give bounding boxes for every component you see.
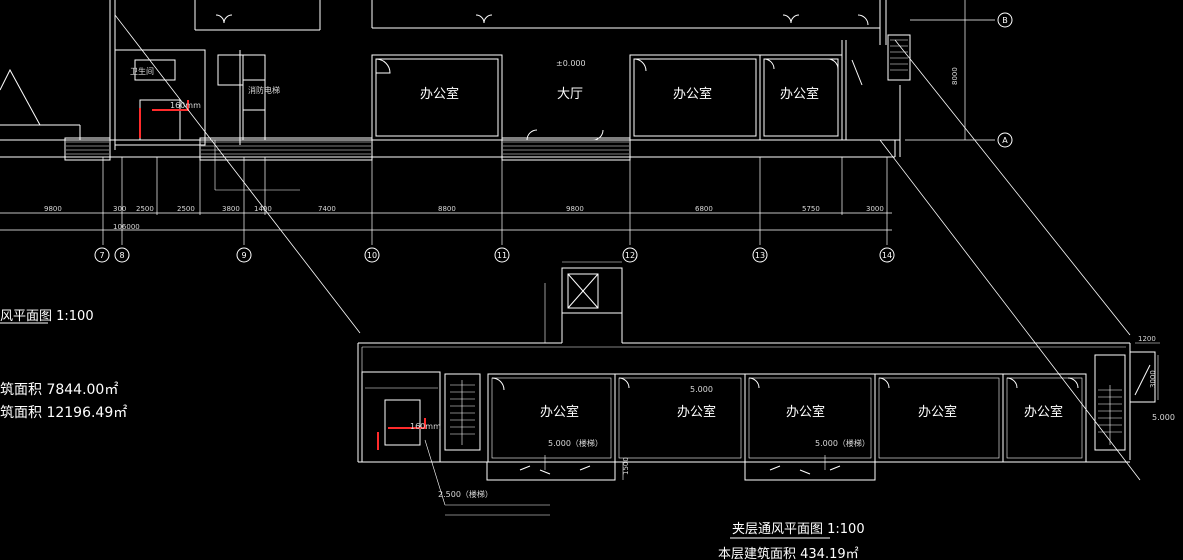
upper-floor-plan <box>0 0 995 245</box>
axis-number: 8 <box>119 251 124 260</box>
axis-markers-upper <box>94 12 1013 263</box>
elevation-marker: 5.000（楼梯） <box>815 438 870 448</box>
dimension-label: 1400 <box>254 205 272 213</box>
axis-number: 11 <box>497 251 507 260</box>
dimension-label: 9800 <box>44 205 62 213</box>
dimension-total: 106000 <box>113 223 140 231</box>
left-title-block: 风平面图 1:100 筑面积 7844.00㎡ 筑面积 12196.49㎡ <box>0 309 127 421</box>
dimension-label: 5750 <box>802 205 820 213</box>
axis-number: 12 <box>625 251 635 260</box>
room-label-office: 办公室 <box>786 404 825 420</box>
room-small-label: 消防电梯 <box>248 85 280 95</box>
dimension-label: 300 <box>113 205 126 213</box>
room-small-label: 卫生间 <box>130 66 154 76</box>
dimension-label: 6800 <box>695 205 713 213</box>
axis-number: 10 <box>367 251 377 260</box>
room-label-office: 办公室 <box>540 404 579 420</box>
axis-letter: A <box>1002 136 1008 145</box>
duct-size-note: 160mm <box>410 422 441 431</box>
dimension-labels-upper: 9800 300 2500 2500 3800 1400 7400 8800 9… <box>44 67 1157 475</box>
dimension-label: 8800 <box>438 205 456 213</box>
duct-highlight-lower <box>377 418 426 450</box>
elevation-marker: 5.000 <box>690 385 713 394</box>
room-label-office: 办公室 <box>677 404 716 420</box>
room-label-office: 办公室 <box>1024 404 1063 420</box>
room-label-office: 办公室 <box>673 86 712 102</box>
axis-number: 14 <box>882 251 892 260</box>
axis-number: 13 <box>755 251 765 260</box>
dimension-label: 3000 <box>866 205 884 213</box>
bottom-title-block: 夹层通风平面图 1:100 本层建筑面积 434.19㎡ <box>718 522 865 560</box>
room-label-office: 办公室 <box>918 404 957 420</box>
room-label-office: 办公室 <box>420 86 459 102</box>
axis-number: 7 <box>99 251 104 260</box>
room-label-office: 办公室 <box>780 86 819 102</box>
lower-floor-plan <box>214 140 1160 516</box>
elevation-marker: 5.000 <box>1152 413 1175 422</box>
duct-size-note: 160mm <box>170 101 201 110</box>
axis-labels: 7 8 9 10 11 12 13 14 B A <box>99 16 1008 260</box>
dimension-label: 2500 <box>136 205 154 213</box>
elevation-marker: ±0.000 <box>556 59 586 68</box>
dimension-bottom: 1500 <box>622 457 630 475</box>
elevation-marker: 5.000（楼梯） <box>548 438 603 448</box>
plan-title: 风平面图 1:100 <box>0 309 94 324</box>
dimension-label: 3800 <box>222 205 240 213</box>
area-text: 本层建筑面积 434.19㎡ <box>718 546 859 560</box>
section-leader-lines <box>114 14 1141 481</box>
room-label-hall: 大厅 <box>557 87 583 102</box>
plan-title: 夹层通风平面图 1:100 <box>732 522 865 537</box>
dimension-label: 7400 <box>318 205 336 213</box>
area-text: 筑面积 12196.49㎡ <box>0 405 127 421</box>
elevation-marker: 2.500（楼梯） <box>438 489 493 499</box>
dimension-label: 9800 <box>566 205 584 213</box>
dimension-side: 8000 <box>951 67 959 85</box>
dimension-right-top: 1200 <box>1138 335 1156 343</box>
axis-number: 9 <box>241 251 246 260</box>
area-text: 筑面积 7844.00㎡ <box>0 382 118 398</box>
dimension-right: 3000 <box>1149 370 1157 388</box>
dimension-label: 2500 <box>177 205 195 213</box>
axis-letter: B <box>1002 16 1008 25</box>
